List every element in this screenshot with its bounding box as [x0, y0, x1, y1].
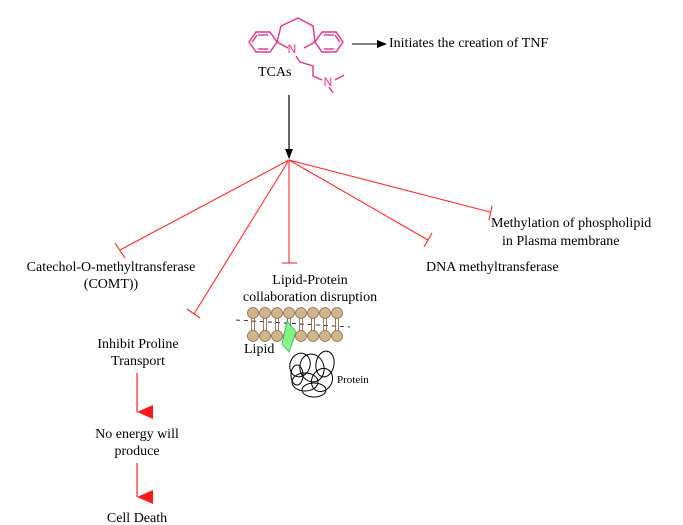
lipid-head-bottom — [319, 330, 331, 342]
lipid-protein-label-line1: Lipid-Protein — [272, 273, 348, 288]
protein-coil-icon — [289, 350, 335, 398]
no-energy-label-line2: produce — [114, 444, 160, 459]
proline-label-line1: Inhibit Proline — [97, 337, 179, 352]
lipid-head-bottom — [295, 330, 307, 342]
lipid-head-bottom — [271, 330, 283, 342]
inhibit-proline-line — [193, 159, 290, 315]
inhibit-methylation-line — [288, 159, 491, 213]
dna-methyltransferase-label: DNA methyltransferase — [426, 260, 559, 275]
drug-label: TCAs — [258, 65, 292, 80]
lipid-head-top — [259, 307, 271, 319]
methylation-label-line1: Methylation of phospholipid — [491, 216, 652, 231]
comt-label-line1: Catechol-O-methyltransferase — [26, 260, 196, 275]
tnf-effect-label: Initiates the creation of TNF — [389, 36, 549, 51]
inhibit-comt-line — [119, 159, 290, 251]
protein-label: Protein — [337, 374, 369, 386]
lipid-head-top — [283, 307, 295, 319]
tca-molecule-icon — [248, 17, 345, 94]
cell-death-label: Cell Death — [106, 511, 168, 525]
no-energy-label-line1: No energy will — [95, 427, 179, 442]
inhibit-dna-tbar — [423, 232, 433, 248]
lipid-head-bottom — [259, 330, 271, 342]
inhibit-dna-line — [288, 159, 429, 241]
membrane-protein-helix — [281, 319, 297, 353]
lipid-protein-label: Lipid-Protein collaboration disruption — [240, 272, 380, 306]
lipid-head-bottom — [307, 330, 319, 342]
lipid-protein-label-line2: collaboration disruption — [242, 290, 378, 305]
inhibit-comt-tbar — [114, 242, 126, 259]
lipid-head-top — [295, 307, 307, 319]
n-atom-amine: N — [324, 75, 333, 89]
n-atom-ring: N — [288, 42, 297, 56]
lipid-head-top — [307, 307, 319, 319]
lipid-bilayer-icon — [235, 307, 351, 353]
lipid-head-bottom — [331, 330, 343, 342]
ethylene-bridge — [276, 17, 316, 43]
lipid-head-top — [319, 307, 331, 319]
comt-label: Catechol-O-methyltransferase (COMT)) — [6, 259, 216, 293]
lipid-label: Lipid — [244, 342, 275, 357]
inhibit-methylation-tbar — [488, 205, 493, 221]
no-energy-label: No energy will produce — [82, 426, 192, 460]
left-benzene-ring — [248, 31, 278, 53]
lipid-head-top — [331, 307, 343, 319]
comt-label-line2: (COMT)) — [83, 277, 139, 292]
inhibit-proline-tbar — [186, 308, 201, 319]
proline-label-line2: Transport — [111, 354, 165, 369]
methylation-label-line2: in Plasma membrane — [502, 234, 620, 249]
lipid-head-top — [271, 307, 283, 319]
lipid-head-top — [247, 307, 259, 319]
lipid-head-bottom — [247, 330, 259, 342]
dimethylaminopropyl-chain — [295, 55, 323, 81]
proline-label: Inhibit Proline Transport — [88, 336, 188, 370]
